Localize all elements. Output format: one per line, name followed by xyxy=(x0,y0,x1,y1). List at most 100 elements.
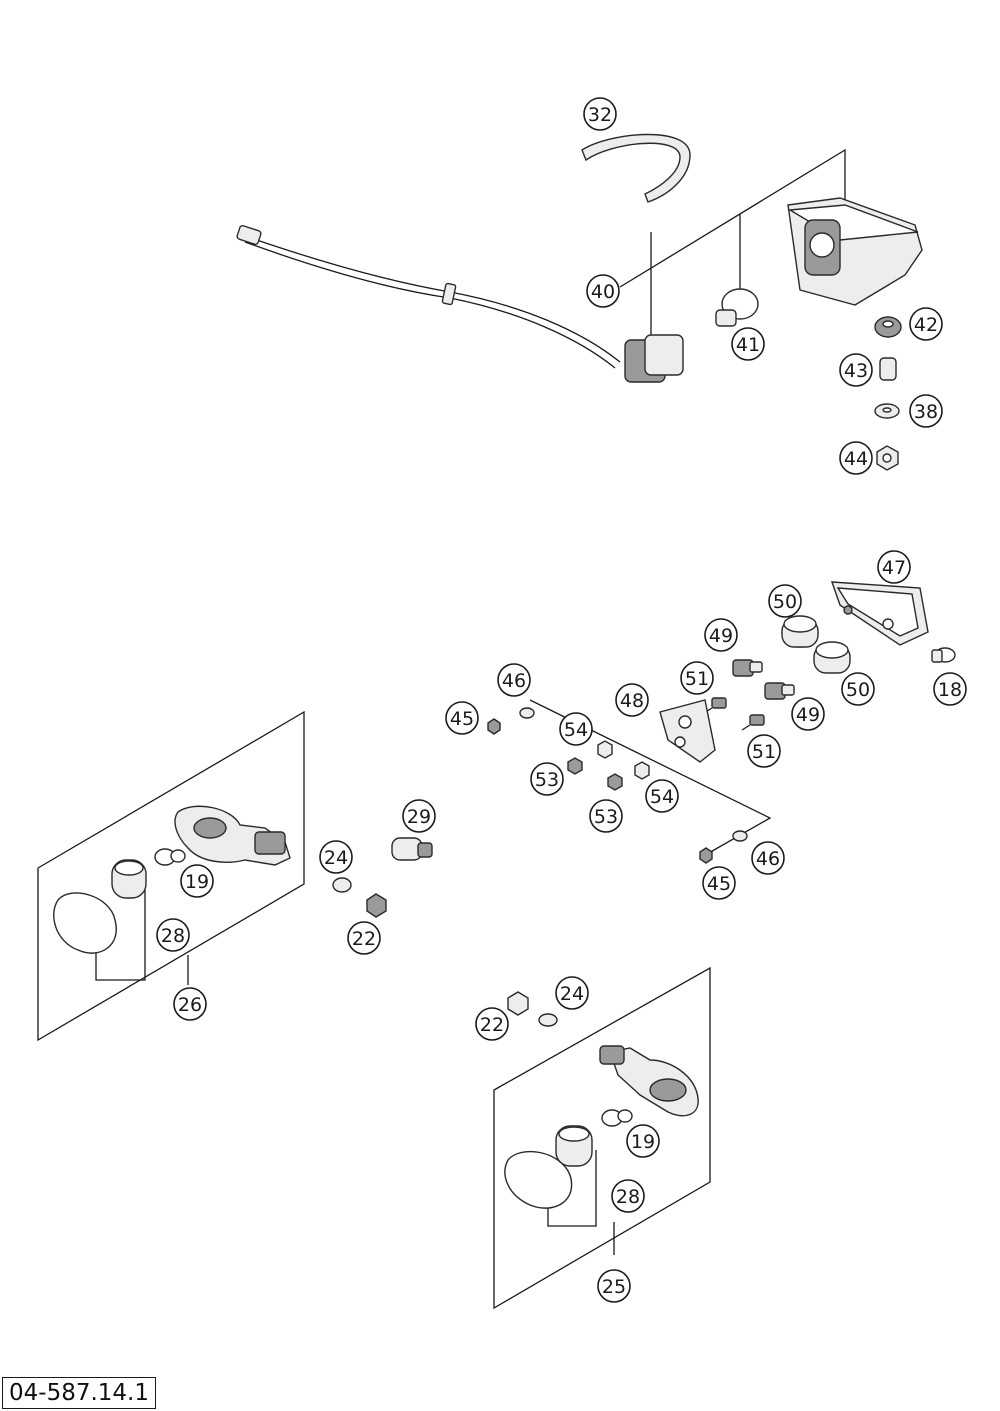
part-number-25: 25 xyxy=(597,1269,631,1303)
nut-part xyxy=(634,761,650,780)
part-number-circle xyxy=(615,683,649,717)
part-number-24: 24 xyxy=(319,840,353,874)
diagram-number: 04-587.14.1 xyxy=(2,1377,156,1409)
bulb-holder-part xyxy=(764,682,795,700)
part-number-54: 54 xyxy=(645,779,679,813)
part-number-text: 32 xyxy=(588,104,612,126)
part-number-42: 42 xyxy=(909,307,943,341)
part-number-circle xyxy=(559,712,593,746)
turn-signal-bulb-part xyxy=(154,848,186,866)
turn-signal-lens-part xyxy=(53,892,117,954)
spacer-tube-part xyxy=(781,615,819,648)
part-number-text: 45 xyxy=(450,708,474,730)
part-number-45: 45 xyxy=(445,701,479,735)
part-number-text: 22 xyxy=(352,928,376,950)
part-number-38: 38 xyxy=(909,394,943,428)
part-number-47: 47 xyxy=(877,550,911,584)
part-number-text: 41 xyxy=(736,334,760,356)
part-number-19: 19 xyxy=(180,864,214,898)
part-number-text: 46 xyxy=(756,848,780,870)
plate-light-part xyxy=(830,581,929,646)
part-number-text: 54 xyxy=(564,719,588,741)
part-number-circle xyxy=(530,762,564,796)
bulb-holder-part xyxy=(732,659,763,677)
part-number-28: 28 xyxy=(611,1179,645,1213)
part-number-circle xyxy=(180,864,214,898)
part-number-18: 18 xyxy=(933,672,967,706)
part-number-text: 18 xyxy=(938,679,962,701)
part-number-text: 29 xyxy=(407,806,431,828)
washer-part xyxy=(538,1013,558,1027)
nut-part xyxy=(699,847,713,864)
turn-signal-left-group xyxy=(37,710,433,1042)
part-number-text: 49 xyxy=(709,625,733,647)
nut-part xyxy=(487,718,501,735)
part-number-circle xyxy=(156,918,190,952)
part-number-text: 45 xyxy=(707,873,731,895)
part-number-circle xyxy=(589,799,623,833)
part-number-54: 54 xyxy=(559,712,593,746)
part-number-circle xyxy=(626,1124,660,1158)
part-number-19: 19 xyxy=(626,1124,660,1158)
part-number-circle xyxy=(319,840,353,874)
license-plate-light-group xyxy=(487,581,956,864)
part-number-45: 45 xyxy=(702,866,736,900)
part-number-44: 44 xyxy=(839,441,873,475)
turn-signal-housing-part xyxy=(599,1045,699,1117)
part-number-51: 51 xyxy=(747,734,781,768)
part-number-text: 25 xyxy=(602,1276,626,1298)
reflector-part xyxy=(555,1125,593,1167)
nut-part xyxy=(507,991,529,1016)
part-number-circle xyxy=(497,663,531,697)
part-number-text: 54 xyxy=(650,786,674,808)
part-number-53: 53 xyxy=(530,762,564,796)
part-number-text: 42 xyxy=(914,314,938,336)
nut-part xyxy=(366,893,387,918)
part-number-text: 49 xyxy=(796,704,820,726)
part-number-text: 47 xyxy=(882,557,906,579)
spacer-tube-part xyxy=(813,641,851,674)
part-number-circle xyxy=(445,701,479,735)
nut-part xyxy=(876,445,899,471)
turn-signal-lens-part xyxy=(504,1150,573,1209)
turn-signal-housing-part xyxy=(174,805,291,866)
part-number-32: 32 xyxy=(583,97,617,131)
turn-signal-right-group xyxy=(493,966,711,1310)
part-number-circle xyxy=(597,1269,631,1303)
spacer-part xyxy=(879,357,897,381)
part-number-29: 29 xyxy=(402,799,436,833)
part-number-circle xyxy=(768,584,802,618)
bulb-socket-part xyxy=(624,334,684,383)
part-number-circle xyxy=(347,921,381,955)
part-number-49: 49 xyxy=(791,697,825,731)
part-number-50: 50 xyxy=(768,584,802,618)
part-number-text: 28 xyxy=(161,925,185,947)
part-number-circle xyxy=(877,550,911,584)
part-number-50: 50 xyxy=(841,672,875,706)
part-number-circle xyxy=(583,97,617,131)
reflector-part xyxy=(111,859,147,899)
part-number-circle xyxy=(555,976,589,1010)
part-number-text: 53 xyxy=(535,769,559,791)
cable-connector-part xyxy=(236,225,262,245)
part-number-circle xyxy=(173,987,207,1021)
washer-part xyxy=(732,830,748,842)
part-number-text: 50 xyxy=(846,679,870,701)
part-number-text: 22 xyxy=(480,1014,504,1036)
part-number-text: 50 xyxy=(773,591,797,613)
part-number-text: 48 xyxy=(620,690,644,712)
part-number-text: 38 xyxy=(914,401,938,423)
part-number-circle xyxy=(909,394,943,428)
part-number-circle xyxy=(841,672,875,706)
part-number-22: 22 xyxy=(347,921,381,955)
part-number-26: 26 xyxy=(173,987,207,1021)
part-number-53: 53 xyxy=(589,799,623,833)
part-number-text: 24 xyxy=(324,847,348,869)
tail-light-housing-part xyxy=(787,197,923,306)
washer-part xyxy=(332,877,352,893)
part-number-circle xyxy=(839,353,873,387)
part-number-circle xyxy=(586,274,620,308)
tail-bulb-part xyxy=(715,288,759,327)
part-number-circle xyxy=(611,1179,645,1213)
